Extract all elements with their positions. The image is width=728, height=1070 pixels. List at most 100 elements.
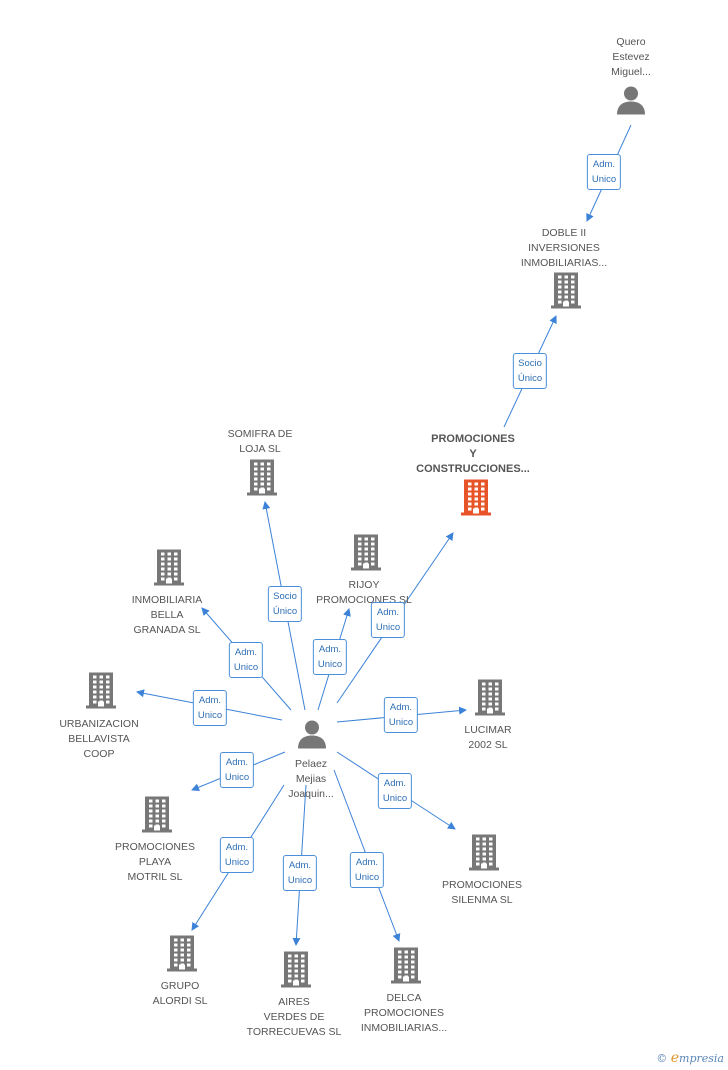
role-badge-pelaez-to-silenma[interactable]: Adm. Unico xyxy=(377,773,413,809)
node-label-line: Pelaez xyxy=(294,758,328,770)
role-badge-line: Único xyxy=(272,606,298,617)
role-badge-pelaez-to-urbanizacion[interactable]: Adm. Unico xyxy=(192,690,228,726)
node-label-line: ALORDI SL xyxy=(152,995,208,1007)
node-label-line: URBANIZACION xyxy=(59,718,139,730)
node-label-line: Miguel... xyxy=(611,66,651,78)
building-icon-bella[interactable] xyxy=(154,549,184,591)
node-label-line: PROMOCIONES xyxy=(442,879,522,891)
person-icon-quero[interactable] xyxy=(616,86,646,121)
node-label-line: MOTRIL SL xyxy=(127,871,183,883)
node-label-lucimar[interactable]: LUCIMAR 2002 SL xyxy=(464,723,511,753)
brand-logo-e: e xyxy=(670,1050,680,1066)
role-badge-line: Socio xyxy=(518,358,542,369)
role-badge-pelaez-to-aires[interactable]: Adm. Unico xyxy=(282,855,318,891)
role-badge-line: Adm. xyxy=(383,778,407,789)
copyright-symbol: © xyxy=(656,1052,668,1065)
role-badge-line: Adm. xyxy=(225,842,249,853)
node-label-delca[interactable]: DELCA PROMOCIONES INMOBILIARIAS... xyxy=(361,991,447,1036)
brand-logo-text: mpresia xyxy=(679,1052,724,1065)
node-label-line: GRANADA SL xyxy=(133,624,201,636)
role-badge-line: Adm. xyxy=(198,695,222,706)
role-badge-line: Socio xyxy=(273,591,297,602)
node-label-urbanizacion[interactable]: URBANIZACION BELLAVISTA COOP xyxy=(59,717,138,762)
role-badge-line: Unico xyxy=(233,662,259,673)
role-badge-line: Unico xyxy=(224,857,250,868)
building-icon-lucimar[interactable] xyxy=(475,679,505,721)
node-label-line: SOMIFRA DE xyxy=(227,428,293,440)
role-badge-line: Único xyxy=(517,373,543,384)
building-icon-urbanizacion[interactable] xyxy=(86,672,116,714)
building-icon-promociones_y[interactable] xyxy=(461,479,491,521)
node-label-aires[interactable]: AIRES VERDES DE TORRECUEVAS SL xyxy=(247,995,342,1040)
node-label-line: Quero xyxy=(616,36,646,48)
node-label-line: INMOBILIARIAS... xyxy=(360,1022,448,1034)
role-badge-quero-to-doble[interactable]: Adm. Unico xyxy=(586,154,622,190)
role-badge-line: Adm. xyxy=(592,159,616,170)
node-label-line: TORRECUEVAS SL xyxy=(246,1026,342,1038)
role-badge-pelaez-to-delca[interactable]: Adm. Unico xyxy=(349,852,385,888)
node-label-line: INMOBILIARIA xyxy=(131,594,203,606)
role-badge-line: Unico xyxy=(388,717,414,728)
role-badge-line: Unico xyxy=(317,659,343,670)
role-badge-pelaez-to-promociones_y[interactable]: Adm.Unico xyxy=(370,602,406,638)
building-icon-aires[interactable] xyxy=(281,951,311,993)
node-label-line: LUCIMAR xyxy=(464,724,512,736)
node-label-line: SILENMA SL xyxy=(451,894,513,906)
node-label-playa[interactable]: PROMOCIONES PLAYA MOTRIL SL xyxy=(115,840,195,885)
node-label-line: PROMOCIONES xyxy=(364,1007,444,1019)
role-badge-line: Unico xyxy=(591,174,617,185)
role-badge-pelaez-to-rijoy[interactable]: Adm. Unico xyxy=(312,639,348,675)
node-label-line: RIJOY xyxy=(348,579,380,591)
person-icon-pelaez[interactable] xyxy=(297,720,327,755)
role-badge-line: Unico xyxy=(382,793,408,804)
role-badge-line: Adm. xyxy=(318,644,342,655)
role-badge-line: Unico xyxy=(287,875,313,886)
node-label-line: Mejias xyxy=(295,773,327,785)
building-icon-playa[interactable] xyxy=(142,796,172,838)
node-label-line: DOBLE II xyxy=(541,227,587,239)
role-badge-line: Unico xyxy=(375,622,401,633)
node-label-line: 2002 SL xyxy=(468,739,508,751)
role-badge-pelaez-to-lucimar[interactable]: Adm.Unico xyxy=(383,697,419,733)
node-label-alordi[interactable]: GRUPO ALORDI SL xyxy=(153,979,208,1009)
node-label-line: INVERSIONES xyxy=(528,242,600,254)
role-badge-pelaez-to-playa[interactable]: Adm.Unico xyxy=(219,752,255,788)
node-label-line: PROMOCIONES xyxy=(115,841,195,853)
node-label-line: Y xyxy=(469,448,477,460)
building-icon-rijoy[interactable] xyxy=(351,534,381,576)
node-label-silenma[interactable]: PROMOCIONES SILENMA SL xyxy=(442,878,522,908)
role-badge-pelaez-to-alordi[interactable]: Adm. Unico xyxy=(219,837,255,873)
role-badge-line: Adm. xyxy=(225,757,249,768)
node-label-line: COOP xyxy=(83,748,115,760)
role-badge-line: Adm. xyxy=(355,857,379,868)
building-icon-somifra[interactable] xyxy=(247,459,277,501)
node-label-line: BELLA xyxy=(150,609,184,621)
node-label-line: AIRES xyxy=(278,996,310,1008)
node-label-line: Joaquin... xyxy=(288,788,334,800)
node-label-line: BELLAVISTA xyxy=(68,733,130,745)
role-badge-line: Unico xyxy=(197,710,223,721)
role-badge-pelaez-to-bella[interactable]: Adm.Unico xyxy=(228,642,264,678)
building-icon-delca[interactable] xyxy=(391,947,421,989)
node-label-promociones_y[interactable]: PROMOCIONES Y CONSTRUCCIONES... xyxy=(416,432,530,477)
role-badge-line: Adm. xyxy=(288,860,312,871)
node-label-somifra[interactable]: SOMIFRA DE LOJA SL xyxy=(228,427,293,457)
node-label-line: PROMOCIONES xyxy=(431,433,515,445)
node-label-line: LOJA SL xyxy=(239,443,281,455)
node-label-line: GRUPO xyxy=(160,980,200,992)
building-icon-doble[interactable] xyxy=(551,272,581,314)
node-label-line: VERDES DE xyxy=(263,1011,325,1023)
building-icon-alordi[interactable] xyxy=(167,935,197,977)
building-icon-silenma[interactable] xyxy=(469,834,499,876)
node-label-bella[interactable]: INMOBILIARIA BELLA GRANADA SL xyxy=(132,593,203,638)
node-label-line: CONSTRUCCIONES... xyxy=(416,463,530,475)
node-label-line: PLAYA xyxy=(138,856,172,868)
node-label-line: DELCA xyxy=(386,992,422,1004)
role-badge-line: Unico xyxy=(354,872,380,883)
brand-footer[interactable]: © empresia xyxy=(656,1050,724,1066)
